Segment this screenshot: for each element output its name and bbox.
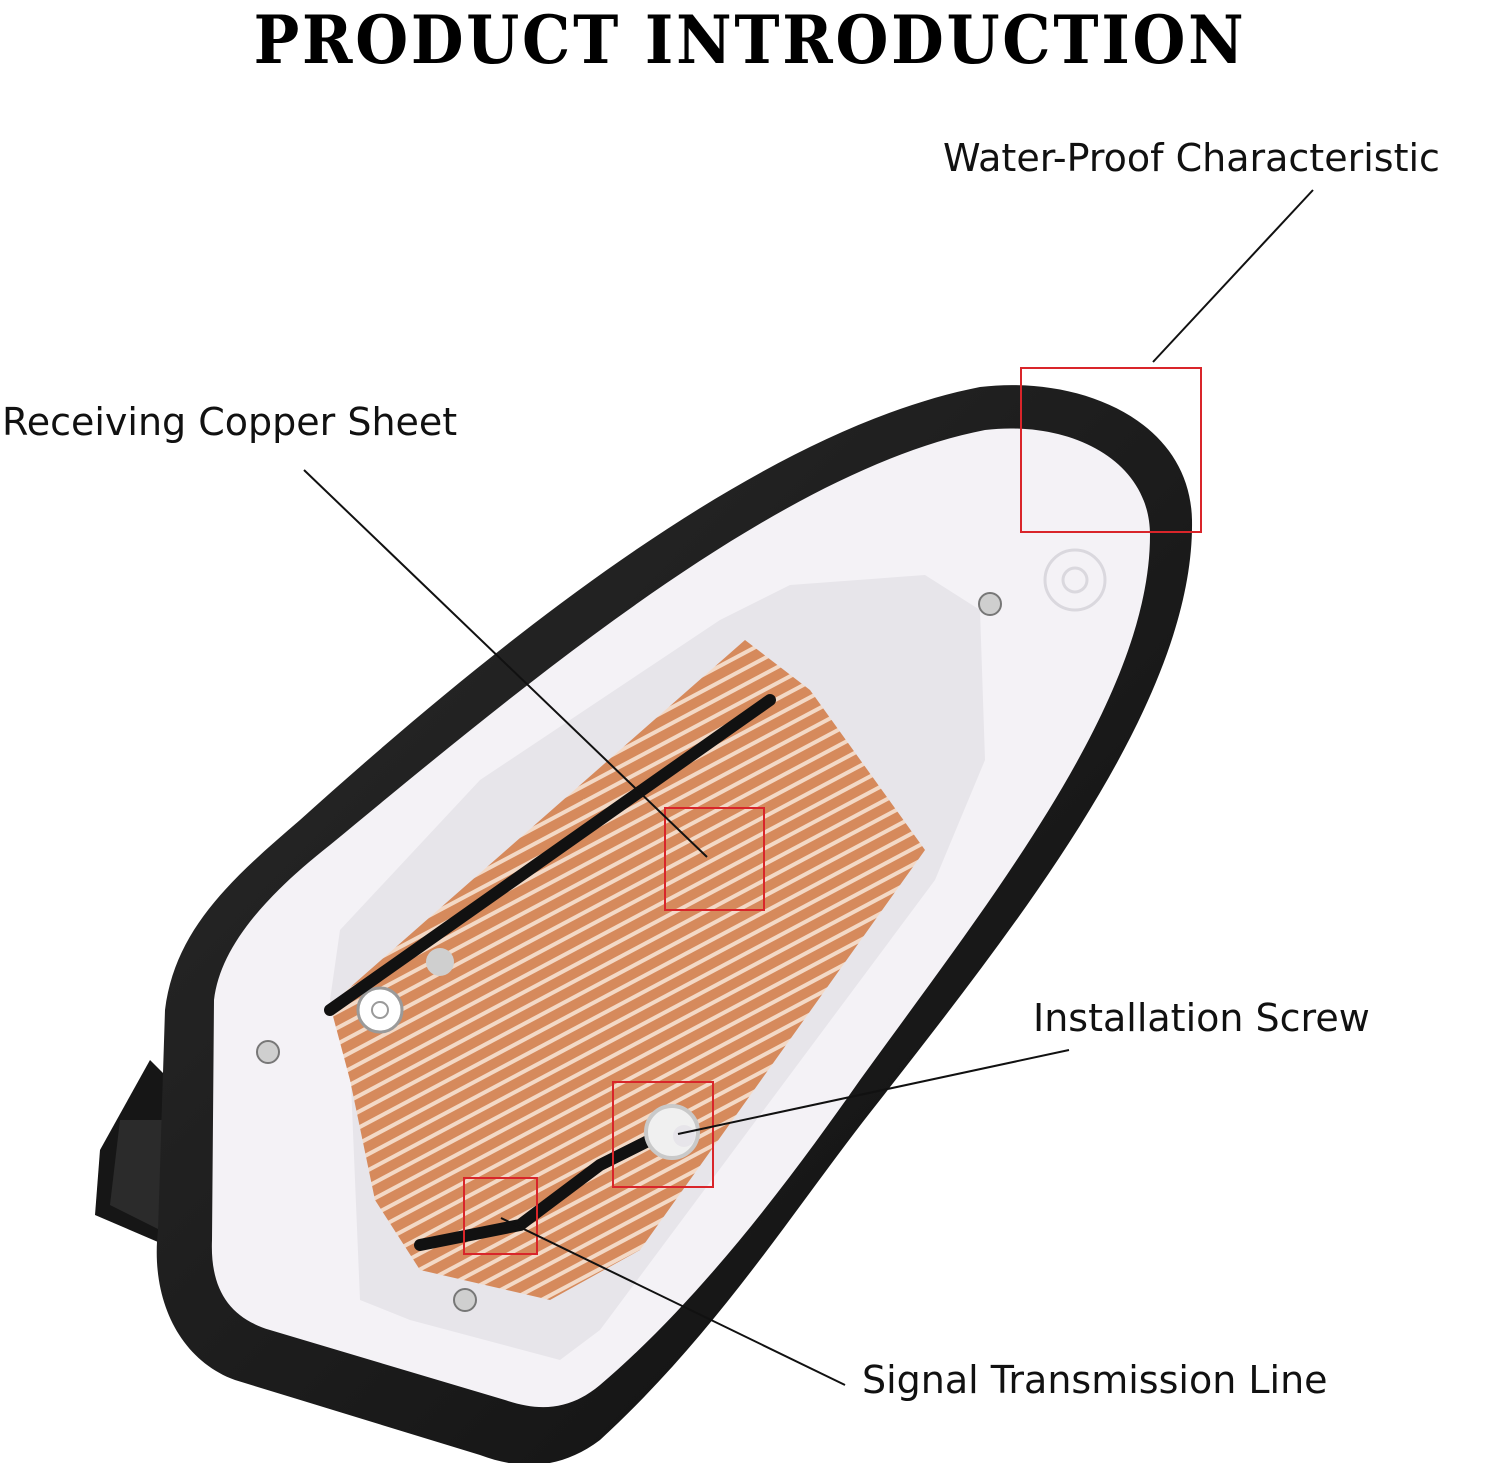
label-receiving-copper-sheet: Receiving Copper Sheet: [2, 400, 458, 444]
leader-copper: [303, 469, 708, 858]
cable: [324, 694, 776, 1016]
leader-signal: [500, 1217, 846, 1386]
page-title: PRODUCT INTRODUCTION: [253, 1, 1247, 79]
label-signal-transmission-line: Signal Transmission Line: [862, 1358, 1328, 1402]
label-installation-screw: Installation Screw: [1033, 996, 1370, 1040]
signal-cable: [414, 1129, 666, 1251]
leader-screw: [677, 1049, 1070, 1135]
highlight-copper: [664, 807, 765, 911]
highlight-signal: [463, 1177, 538, 1255]
label-water-proof-characteristic: Water-Proof Characteristic: [943, 136, 1440, 180]
highlight-waterproof: [1020, 367, 1202, 533]
highlight-screw: [612, 1081, 714, 1188]
copper-sheet: [330, 640, 925, 1300]
leader-waterproof: [1152, 189, 1314, 363]
